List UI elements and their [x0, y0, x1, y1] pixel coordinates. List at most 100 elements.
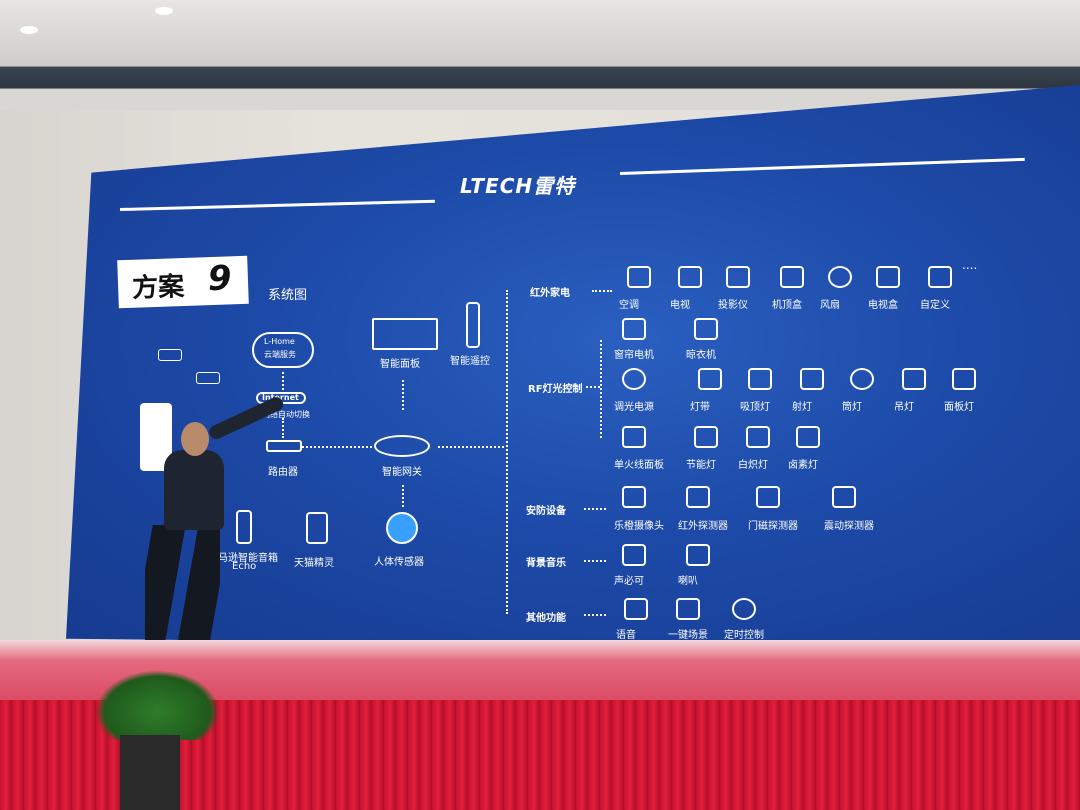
- projection-screen: [66, 85, 1080, 650]
- rf-row3-label: 单火线面板: [614, 460, 664, 471]
- link-gateway-sensor: [402, 485, 404, 507]
- more-ellipsis: ....: [962, 258, 978, 272]
- presenter-legs: [145, 525, 220, 650]
- link-ir: [592, 290, 612, 292]
- panel-light-icon: [952, 368, 976, 390]
- presenter-head: [181, 422, 209, 456]
- ir-item-label: 自定义: [920, 300, 950, 311]
- rf-row2-label: 面板灯: [944, 402, 974, 413]
- ir-item-label: 风扇: [820, 300, 840, 311]
- music-player-icon: [622, 544, 646, 566]
- rf-branch-line: [600, 340, 602, 438]
- scheme-subtitle: 系统图: [268, 288, 308, 303]
- other-item-label: 语音: [616, 630, 636, 641]
- link-router-gateway: [302, 446, 372, 448]
- tv-box-icon: [876, 266, 900, 288]
- ceiling-light: [155, 7, 173, 15]
- ir-item-label: 投影仪: [718, 300, 748, 311]
- vibration-detector-icon: [832, 486, 856, 508]
- custom-remote-icon: [928, 266, 952, 288]
- rf-row2-label: 筒灯: [842, 402, 862, 413]
- amazon-sublabel: Echo: [232, 561, 257, 572]
- smart-panel-label: 智能面板: [380, 359, 420, 370]
- amazon-label: 马逊智能音箱: [218, 553, 278, 564]
- security-item-label: 乐橙摄像头: [614, 521, 664, 532]
- rf-row2-label: 射灯: [792, 402, 812, 413]
- sensor-label: 人体传感器: [374, 557, 424, 568]
- link-cloud-internet: [282, 372, 284, 390]
- rf-row3-label: 节能灯: [686, 460, 716, 471]
- category-music: 背景音乐: [526, 558, 566, 569]
- rf-row3-label: 白炽灯: [738, 460, 768, 471]
- cloud-icon: [252, 332, 314, 368]
- link-internet-router: [282, 418, 284, 438]
- projector-icon: [726, 266, 750, 288]
- phone-icon: [158, 349, 182, 361]
- ceiling-lamp-icon: [748, 368, 772, 390]
- camera-icon: [622, 486, 646, 508]
- security-item-label: 门磁探测器: [748, 521, 798, 532]
- ir-item-label: 电视盒: [868, 300, 898, 311]
- gateway-icon: [374, 435, 430, 457]
- clock-icon: [732, 598, 756, 620]
- rf-row1-label: 晾衣机: [686, 350, 716, 361]
- fan-icon: [828, 266, 852, 288]
- link-music: [584, 560, 606, 562]
- link-gateway-bus: [438, 446, 504, 448]
- security-item-label: 震动探测器: [824, 521, 874, 532]
- gateway-label: 智能网关: [382, 467, 422, 478]
- infrared-detector-icon: [686, 486, 710, 508]
- scheme-number: 9: [207, 258, 233, 300]
- scene-clapper-icon: [676, 598, 700, 620]
- led-strip-icon: [698, 368, 722, 390]
- internet-sublabel: 双网络自动切换: [254, 410, 310, 419]
- rf-row1-label: 窗帘电机: [614, 350, 654, 361]
- incandescent-bulb-icon: [746, 426, 770, 448]
- link-panel-gateway: [402, 380, 404, 410]
- microphone-icon: [624, 598, 648, 620]
- speaker-icon: [686, 544, 710, 566]
- clothes-dryer-icon: [694, 318, 718, 340]
- single-wire-panel-icon: [622, 426, 646, 448]
- tmall-label: 天猫精灵: [294, 558, 334, 569]
- rf-row2-label: 吸顶灯: [740, 402, 770, 413]
- ceiling-light: [20, 26, 38, 34]
- rf-row2-label: 灯带: [690, 402, 710, 413]
- category-security: 安防设备: [526, 506, 566, 517]
- ceiling: [0, 0, 1080, 110]
- smart-panel-icon: [372, 318, 438, 350]
- link-security: [584, 508, 606, 510]
- echo-speaker-icon: [236, 510, 252, 544]
- scheme-title: 方案: [131, 271, 185, 304]
- other-item-label: 一键场景: [668, 630, 708, 641]
- spotlight-icon: [800, 368, 824, 390]
- rf-row2-label: 吊灯: [894, 402, 914, 413]
- category-other: 其他功能: [526, 613, 566, 624]
- category-ir: 红外家电: [530, 288, 570, 299]
- category-rf: RF灯光控制: [528, 384, 583, 395]
- router-label: 路由器: [268, 467, 298, 478]
- set-top-box-icon: [780, 266, 804, 288]
- remote-label: 智能遥控: [450, 356, 490, 367]
- music-item-label: 喇叭: [678, 576, 698, 587]
- dimmer-icon: [622, 368, 646, 390]
- motion-sensor-icon: [386, 512, 418, 544]
- rf-row3-label: 卤素灯: [788, 460, 818, 471]
- remote-icon: [466, 302, 480, 348]
- cloud-sublabel: 云端服务: [264, 350, 296, 359]
- scheme-title-box: 方案 9: [117, 255, 249, 309]
- pendant-lamp-icon: [902, 368, 926, 390]
- rf-row2-label: 调光电源: [614, 402, 654, 413]
- presenter-body: [164, 450, 224, 530]
- link-other: [584, 614, 606, 616]
- brand-logo: LTECH雷特: [460, 174, 576, 198]
- plant-pot: [120, 735, 180, 810]
- security-item-label: 红外探测器: [678, 521, 728, 532]
- link-rf: [586, 386, 600, 388]
- air-conditioner-icon: [627, 266, 651, 288]
- halogen-lamp-icon: [796, 426, 820, 448]
- main-bus-line: [506, 290, 508, 614]
- tv-icon: [678, 266, 702, 288]
- phone-icon: [196, 372, 220, 384]
- curtain-motor-icon: [622, 318, 646, 340]
